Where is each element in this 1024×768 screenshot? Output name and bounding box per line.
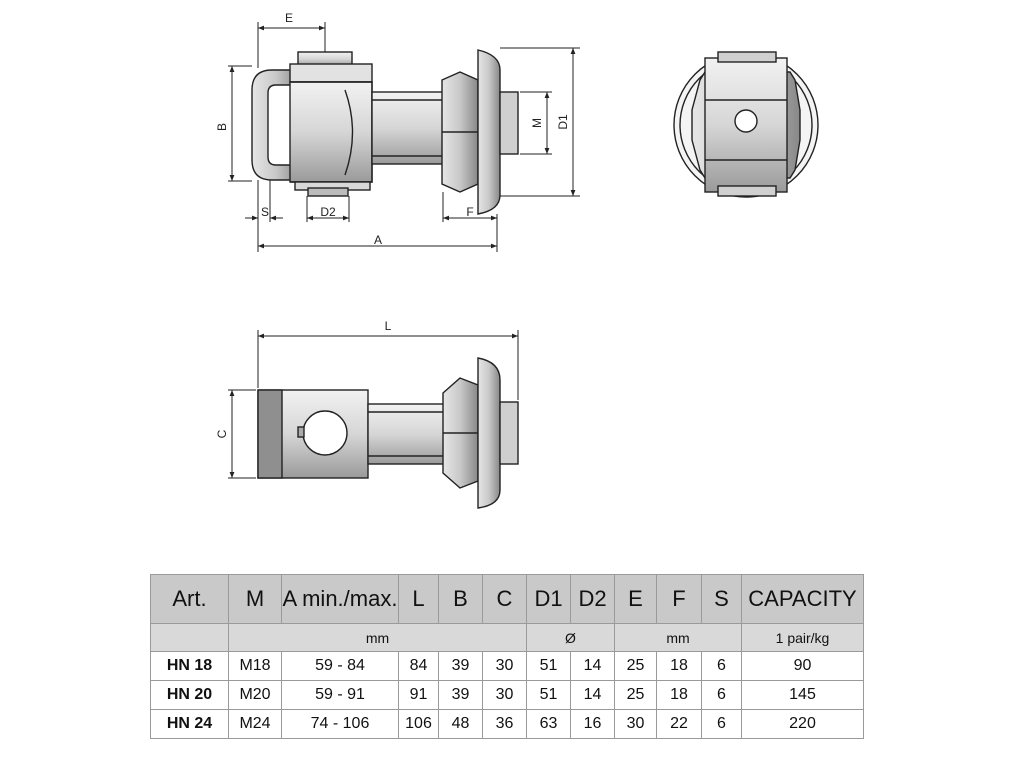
units-mm-right: mm [614,623,742,652]
side-view-labels: E B S D2 F A M D1 [215,11,570,247]
header-c: C [482,574,527,624]
table-units-row: mm Ø mm 1 pair/kg [150,623,864,652]
header-d2: D2 [570,574,615,624]
cell-a: 74 - 106 [281,709,399,739]
cell-art: HN 20 [150,680,229,710]
cell-m: M24 [228,709,282,739]
units-diameter: Ø [526,623,615,652]
cell-capacity: 145 [741,680,864,710]
header-m: M [228,574,282,624]
header-b: B [438,574,483,624]
cell-art: HN 24 [150,709,229,739]
cell-l: 84 [398,651,439,681]
cell-d1: 63 [526,709,571,739]
header-s: S [701,574,742,624]
dim-label-d1: D1 [556,114,570,130]
dim-label-e: E [285,11,293,25]
technical-drawing: E B S D2 F A M D1 [215,11,819,509]
bottom-view-dimensions [228,330,519,479]
dim-label-s: S [261,205,269,219]
dim-label-b: B [215,123,229,131]
units-capacity: 1 pair/kg [741,623,864,652]
front-view [673,51,819,198]
cell-a: 59 - 91 [281,680,399,710]
table-row: HN 20 M20 59 - 91 91 39 30 51 14 25 18 6… [150,680,864,710]
cell-m: M18 [228,651,282,681]
cell-f: 18 [656,651,702,681]
header-capacity: CAPACITY [741,574,864,624]
cell-f: 18 [656,680,702,710]
cell-a: 59 - 84 [281,651,399,681]
cell-capacity: 220 [741,709,864,739]
cell-l: 91 [398,680,439,710]
cell-c: 36 [482,709,527,739]
cell-l: 106 [398,709,439,739]
bottom-view [257,357,519,509]
cell-art: HN 18 [150,651,229,681]
cell-e: 25 [614,680,657,710]
header-e: E [614,574,657,624]
cell-f: 22 [656,709,702,739]
cell-d2: 14 [570,680,615,710]
cell-s: 6 [701,651,742,681]
cell-b: 39 [438,651,483,681]
units-blank [150,623,229,652]
cell-d1: 51 [526,651,571,681]
cell-e: 30 [614,709,657,739]
table-row: HN 18 M18 59 - 84 84 39 30 51 14 25 18 6… [150,651,864,681]
table-row: HN 24 M24 74 - 106 106 48 36 63 16 30 22… [150,709,864,739]
cell-c: 30 [482,680,527,710]
header-d1: D1 [526,574,571,624]
dim-label-c: C [215,429,229,438]
cell-d1: 51 [526,680,571,710]
dim-label-m: M [530,118,544,128]
dim-label-d2: D2 [320,205,336,219]
cell-capacity: 90 [741,651,864,681]
cell-s: 6 [701,680,742,710]
table-header-row: Art. M A min./max. L B C D1 D2 E F S CAP… [150,574,864,624]
header-a-min-max: A min./max. [281,574,399,624]
dim-label-f: F [466,205,473,219]
side-view [251,49,519,215]
header-f: F [656,574,702,624]
cell-s: 6 [701,709,742,739]
cell-d2: 16 [570,709,615,739]
side-view-dimensions [228,22,580,252]
cell-d2: 14 [570,651,615,681]
cell-c: 30 [482,651,527,681]
dim-label-a: A [374,233,382,247]
cell-b: 39 [438,680,483,710]
units-mm-left: mm [228,623,527,652]
cell-b: 48 [438,709,483,739]
header-l: L [398,574,439,624]
spec-table: Art. M A min./max. L B C D1 D2 E F S CAP… [150,574,864,739]
cell-m: M20 [228,680,282,710]
dim-label-l: L [385,319,392,333]
header-art: Art. [150,574,229,624]
cell-e: 25 [614,651,657,681]
bottom-view-labels: L C [215,319,392,438]
